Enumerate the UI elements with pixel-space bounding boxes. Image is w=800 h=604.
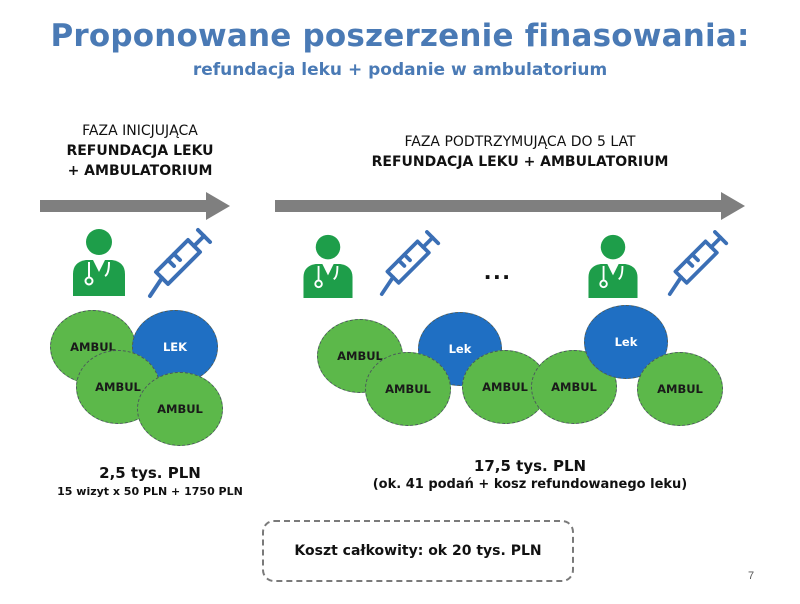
page-number: 7: [748, 570, 755, 582]
total-cost-box: Koszt całkowity: ok 20 tys. PLN: [262, 520, 574, 582]
slide-subtitle: refundacja leku + podanie w ambulatorium: [192, 60, 608, 80]
phase2-line2: REFUNDACJA LEKU + AMBULATORIUM: [371, 154, 669, 170]
syringe-icon: [379, 230, 441, 296]
doctor-icon: [588, 234, 638, 298]
phase1-name: FAZA INICJUJĄCA: [82, 123, 198, 139]
syringe-icon: [667, 230, 729, 296]
phase1-line2: REFUNDACJA LEKU: [66, 143, 214, 159]
ambul-ellipse: AMBUL: [137, 372, 223, 446]
phase2-cost: 17,5 tys. PLN (ok. 41 podań + kosz refun…: [330, 457, 730, 492]
doctor-icon: [303, 234, 353, 298]
ambul-ellipse: AMBUL: [637, 352, 723, 426]
phase2-arrow: [275, 192, 745, 220]
phase1-arrow: [40, 192, 230, 220]
slide-title: Proponowane poszerzenie finasowania:: [50, 18, 750, 54]
phase2-cost-detail: (ok. 41 podań + kosz refundowanego leku): [372, 477, 688, 492]
phase1-cost-detail: 15 wizyt x 50 PLN + 1750 PLN: [57, 485, 243, 498]
phase1-line3: + AMBULATORIUM: [67, 163, 213, 179]
phase2-cost-value: 17,5 tys. PLN: [473, 457, 587, 475]
phase1-cost-value: 2,5 tys. PLN: [99, 464, 201, 482]
syringe-icon: [148, 228, 212, 298]
doctor-icon: [73, 229, 125, 296]
ellipsis: ...: [484, 255, 512, 285]
phase1-heading: FAZA INICJUJĄCA REFUNDACJA LEKU + AMBULA…: [40, 121, 240, 181]
phase2-name: FAZA PODTRZYMUJĄCA DO 5 LAT: [404, 134, 636, 150]
phase2-heading: FAZA PODTRZYMUJĄCA DO 5 LAT REFUNDACJA L…: [320, 132, 720, 172]
ambul-ellipse: AMBUL: [365, 352, 451, 426]
phase1-cost: 2,5 tys. PLN 15 wizyt x 50 PLN + 1750 PL…: [30, 464, 270, 498]
